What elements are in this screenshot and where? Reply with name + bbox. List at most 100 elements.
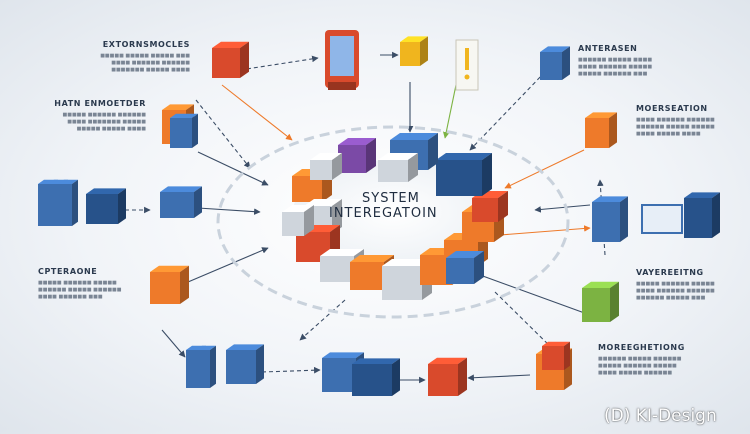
cube-front: [282, 212, 304, 236]
ring-block: [378, 153, 418, 182]
cube-top: [436, 153, 492, 160]
label-line: ■■■■ ■■■■■■ ■■■■■■: [636, 288, 715, 294]
label-heading: CPTERAONE: [38, 267, 98, 276]
cube-top: [684, 192, 720, 198]
ring-block: [446, 251, 484, 284]
monitor-icon: [641, 192, 720, 238]
cube-front: [212, 48, 240, 78]
cube-front: [582, 288, 610, 322]
cube-top: [322, 352, 364, 358]
monitor-screen: [330, 36, 354, 76]
cube-front: [170, 118, 192, 148]
cube-side: [458, 357, 467, 396]
label-line: ■■■■■ ■■■■■■ ■■■■■■: [62, 112, 147, 118]
cube-top: [428, 357, 467, 364]
cube-top: [160, 186, 202, 192]
connector-arrow: [479, 274, 591, 317]
server-unit: [58, 179, 78, 226]
cube-side: [428, 133, 438, 170]
cube-top: [382, 259, 432, 266]
cube-side: [304, 205, 314, 236]
cube-side: [192, 113, 198, 148]
monitor-body: [684, 192, 720, 238]
cube-top: [540, 46, 570, 52]
label-line: ■■■■■ ■■■■■■ ■■■■■: [38, 280, 117, 286]
label-line: ■■■■■ ■■■■■ ■■■■■ ■■■: [100, 53, 190, 59]
label-block-top-right: ANTERASEN ■■■■■■ ■■■■■ ■■■■ ■■■■ ■■■■■■ …: [578, 44, 652, 78]
label-line: ■■■■■■ ■■■■■ ■■■■■: [636, 124, 715, 130]
database-icon: [322, 352, 400, 396]
cube-top: [282, 205, 314, 212]
server-stack-icon: [38, 179, 78, 226]
cube-side: [562, 46, 570, 80]
cube-front: [352, 364, 392, 396]
connector-arrow: [187, 247, 269, 283]
connector-arrow: [504, 149, 585, 189]
cube-side: [564, 341, 570, 370]
cube-top: [58, 179, 78, 184]
cube-front: [472, 198, 498, 222]
document-icon: [150, 265, 189, 304]
cube-side: [256, 344, 264, 384]
cube-top: [390, 133, 438, 140]
cube-top: [226, 344, 264, 350]
cube-front: [400, 42, 420, 66]
monitor-icon: [325, 30, 359, 90]
cube-side: [408, 153, 418, 182]
cube-side: [240, 41, 249, 78]
cube-side: [180, 265, 189, 304]
label-heading: HATN ENMOETDER: [54, 99, 146, 108]
cube-side: [712, 192, 720, 238]
cube-front: [428, 364, 458, 396]
label-line: ■■■■■■ ■■■■■ ■■■■: [578, 57, 653, 63]
cube-icon: [212, 41, 249, 78]
cube-top: [400, 36, 428, 42]
cube-top: [212, 41, 249, 48]
cube-side: [118, 188, 126, 224]
cube-front: [292, 176, 322, 202]
label-line: ■■■■■■ ■■■■■ ■■■■■■: [38, 287, 122, 293]
cube-side: [210, 345, 216, 388]
label-block-top-left: EXTORNSMOCLES ■■■■■ ■■■■■ ■■■■■ ■■■ ■■■■…: [100, 40, 190, 74]
cube-front: [378, 160, 408, 182]
cube-top: [585, 112, 617, 118]
label-heading: ANTERASEN: [578, 44, 638, 53]
label-block-upper-left: HATN ENMOETDER ■■■■■ ■■■■■■ ■■■■■■ ■■■■ …: [46, 99, 146, 133]
label-line: ■■■■■■ ■■■■■ ■■■: [636, 295, 706, 301]
ring-block: [338, 138, 376, 173]
label-line: ■■■■ ■■■■■ ■■■■■■: [598, 370, 673, 376]
label-line: ■■■■ ■■■■■■■ ■■■■■: [67, 119, 146, 125]
label-line: ■■■■■■ ■■■■■ ■■■■■■: [598, 356, 682, 362]
cube-front: [322, 358, 356, 392]
cube-top: [338, 138, 376, 145]
cube-top: [304, 199, 342, 206]
document-icon: [226, 344, 264, 384]
cube-front: [338, 145, 366, 173]
connector-arrow: [161, 329, 186, 358]
label-line: ■■■■ ■■■■■■ ■■■: [38, 294, 103, 300]
cube-top: [582, 281, 619, 288]
db-stack-2: [352, 358, 400, 396]
cube-front: [150, 272, 180, 304]
cube-top: [320, 249, 364, 256]
cube-side: [72, 179, 78, 226]
cube-top: [352, 358, 400, 364]
cube-top: [378, 153, 418, 160]
cube-top: [150, 265, 189, 272]
cube-front: [542, 346, 564, 370]
server-stack-icon: [186, 345, 216, 388]
cube-front: [86, 194, 118, 224]
cube-top: [542, 341, 570, 346]
label-heading: MOERSEATION: [636, 104, 708, 113]
folder-front: [170, 113, 198, 148]
cube-side: [482, 153, 492, 196]
monitor-screen: [641, 204, 683, 234]
monitor-icon: [86, 188, 126, 224]
label-line: ■■■■■■■ ■■■■■ ■■■■: [111, 67, 190, 73]
cube-front: [58, 184, 72, 226]
cube-side: [194, 186, 202, 218]
watermark: (D) KI-Design: [604, 406, 717, 426]
outer-dashed-ring: [216, 125, 570, 319]
label-line: ■■■■ ■■■■■■ ■■■■■■: [111, 60, 190, 66]
